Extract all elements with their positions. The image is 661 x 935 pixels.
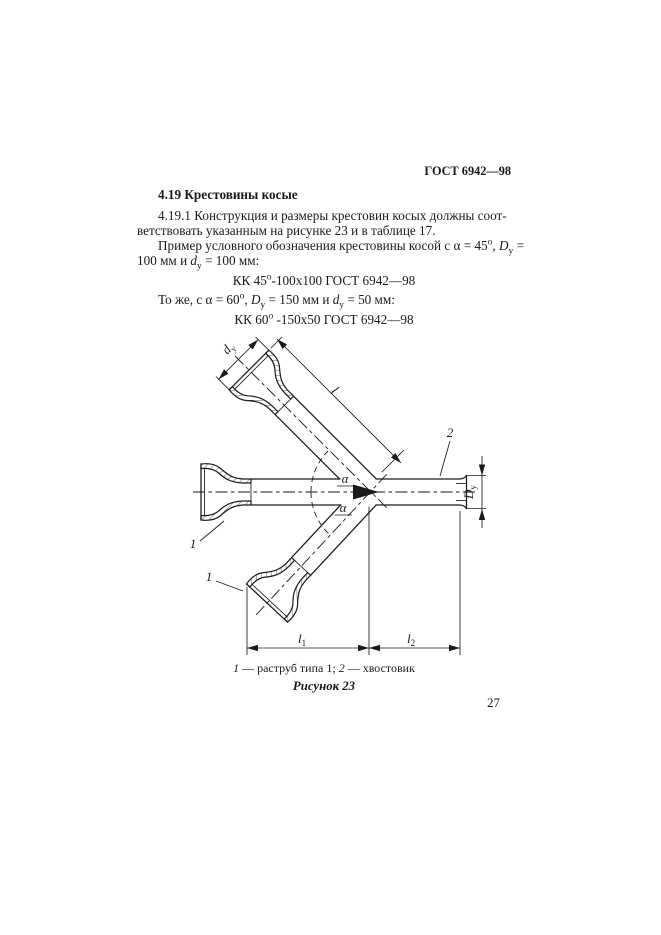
designation-1: КК 45о-100х100 ГОСТ 6942—98 — [232, 272, 416, 288]
paragraph-line-3: Пример условного обозначения крестовины … — [158, 237, 525, 257]
callout-1-bottom: 1 — [206, 569, 213, 584]
dim-l1-l2: l1 l2 — [246, 507, 461, 655]
callout-1-left: 1 — [190, 536, 197, 551]
page-number: 27 — [487, 695, 500, 710]
dim-label-D: Dу — [461, 485, 478, 500]
section-heading: 4.19 Крестовины косые — [158, 187, 298, 202]
dim-l: l — [270, 336, 405, 473]
spigot-end — [375, 474, 468, 510]
dim-label-l2: l2 — [407, 631, 415, 648]
figure-23: α α — [137, 335, 511, 694]
pipe-cross-drawing: α α — [190, 336, 486, 655]
figure-label: Рисунок 23 — [292, 679, 356, 693]
paragraph-line-5: То же, с α = 60о, Dу = 150 мм и dу = 50 … — [158, 291, 395, 311]
junction-fill — [353, 484, 379, 500]
designation-2: КК 60о -150х50 ГОСТ 6942—98 — [234, 311, 414, 327]
alpha-label-lower: α — [340, 500, 348, 515]
dim-label-d: dу — [219, 338, 239, 358]
figure-caption: 1 — раструб типа 1; 2 — хвостовик — [233, 661, 415, 675]
dim-label-l1: l1 — [298, 631, 306, 648]
dim-D: Dу — [461, 456, 486, 528]
callouts: 1 1 2 — [190, 425, 454, 592]
page-content: ГОСТ 6942—98 4.19 Крестовины косые 4.19.… — [137, 164, 525, 694]
angle-dimension: α α — [310, 450, 354, 535]
paragraph-line-2: ветствовать указанным на рисунке 23 и в … — [137, 223, 436, 238]
paragraph-line-4: 100 мм и dу = 100 мм: — [137, 253, 260, 272]
left-socket — [200, 463, 342, 521]
doc-code: ГОСТ 6942—98 — [424, 164, 511, 178]
callout-2-spigot: 2 — [447, 425, 454, 440]
lower-branch-socket — [245, 504, 377, 623]
dim-label-l: l — [329, 383, 342, 396]
paragraph-line-1: 4.19.1 Конструкция и размеры крестовин к… — [158, 208, 507, 223]
alpha-label-upper: α — [342, 471, 350, 486]
